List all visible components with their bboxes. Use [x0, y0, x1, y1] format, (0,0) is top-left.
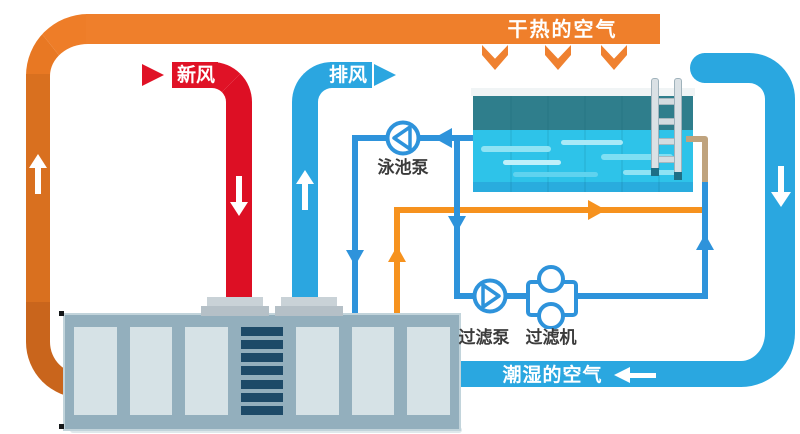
pool-water-deep [473, 182, 693, 192]
pool-ladder-rail [651, 78, 659, 170]
ahu-panel [351, 327, 395, 415]
pool-pump-label: 泳池泵 [377, 158, 429, 178]
water-wave [561, 140, 623, 145]
ahu-panel [129, 327, 173, 415]
fresh-air-arrowhead-icon [142, 64, 164, 86]
hot-air-down-chevron-icon [545, 45, 571, 70]
handle-dot [59, 311, 64, 316]
handle-dot [59, 424, 64, 429]
pool-ladder-tip [674, 172, 682, 180]
moist-air-pipe-right [765, 113, 795, 331]
moist-air-pipe-bottom [452, 361, 742, 387]
water-wave [503, 160, 561, 165]
moist-air-left-arrow-icon [614, 367, 656, 383]
ahu-panel [74, 327, 117, 415]
pool-inlet-pipe-vertical [702, 140, 708, 182]
hot-dry-air-banner: 干热的空气 [507, 17, 618, 41]
fresh-air-down-arrow-icon [230, 176, 248, 216]
swimming-pool [471, 78, 695, 192]
heated-water-riser [394, 210, 400, 315]
duct-pedestal [201, 306, 269, 316]
pump-to-ahu-pipe [352, 135, 358, 315]
ahu-panel [185, 327, 228, 415]
water-wave [481, 146, 551, 152]
hot-air-pipe-top [86, 14, 660, 44]
pool-inlet-pipe-horizontal [686, 136, 708, 142]
filter-pump-label: 过滤泵 [458, 328, 510, 348]
exhaust-air-label: 排风 [328, 64, 367, 86]
moist-air-pipe-corner-topright [749, 53, 795, 115]
fresh-air-label: 新风 [176, 64, 215, 86]
ahu-heat-exchanger [240, 327, 284, 415]
moist-air-down-arrow-icon [771, 166, 791, 207]
water-flow-up-arrow-icon [696, 234, 714, 250]
ahu-panel [296, 327, 339, 415]
water-flow-left-arrow-icon [434, 128, 452, 148]
pool-deck [471, 88, 695, 96]
moist-air-pipe-corner-bottomright [741, 329, 795, 387]
heated-water-up-arrow-icon [388, 246, 406, 262]
duct-pedestal [207, 297, 263, 306]
exhaust-up-arrow-icon [296, 170, 314, 210]
water-wave [623, 170, 678, 175]
pool-ladder-tip [651, 168, 659, 176]
filter-machine-icon [522, 263, 580, 329]
moist-air-banner: 潮湿的空气 [502, 364, 603, 386]
hot-air-up-arrow-icon [29, 154, 47, 194]
fresh-air-pipe-band [172, 62, 218, 88]
exhaust-arrowhead-icon [374, 64, 396, 86]
water-flow-down-arrow-icon [448, 216, 466, 232]
water-wave [601, 154, 673, 160]
water-flow-down-arrow-icon [346, 250, 364, 266]
fresh-air-pipe-corner [212, 62, 252, 112]
filter-loop-pipe [454, 293, 474, 299]
duct-pedestal [281, 297, 337, 306]
moist-air-pipe-top [704, 53, 750, 83]
filter-loop-pipe [574, 293, 708, 299]
pump-outlet-pipe [352, 135, 386, 141]
hot-air-pipe-corner-topleft [26, 14, 88, 76]
air-handling-unit [63, 313, 461, 431]
duct-pedestal [275, 306, 343, 316]
exhaust-pipe-band [330, 62, 372, 88]
hot-air-down-chevron-icon [601, 45, 627, 70]
heated-water-return-pipe [394, 207, 704, 213]
pool-ladder-rail [674, 78, 682, 174]
water-wave [513, 172, 598, 177]
filter-pump-icon [470, 276, 510, 316]
filter-machine-label: 过滤机 [525, 328, 577, 348]
filter-loop-pipe [505, 293, 527, 299]
pool-pump-icon [383, 118, 423, 158]
heated-water-right-arrow-icon [588, 200, 606, 220]
ahu-panel [407, 327, 451, 415]
hot-air-down-chevron-icon [482, 45, 508, 70]
